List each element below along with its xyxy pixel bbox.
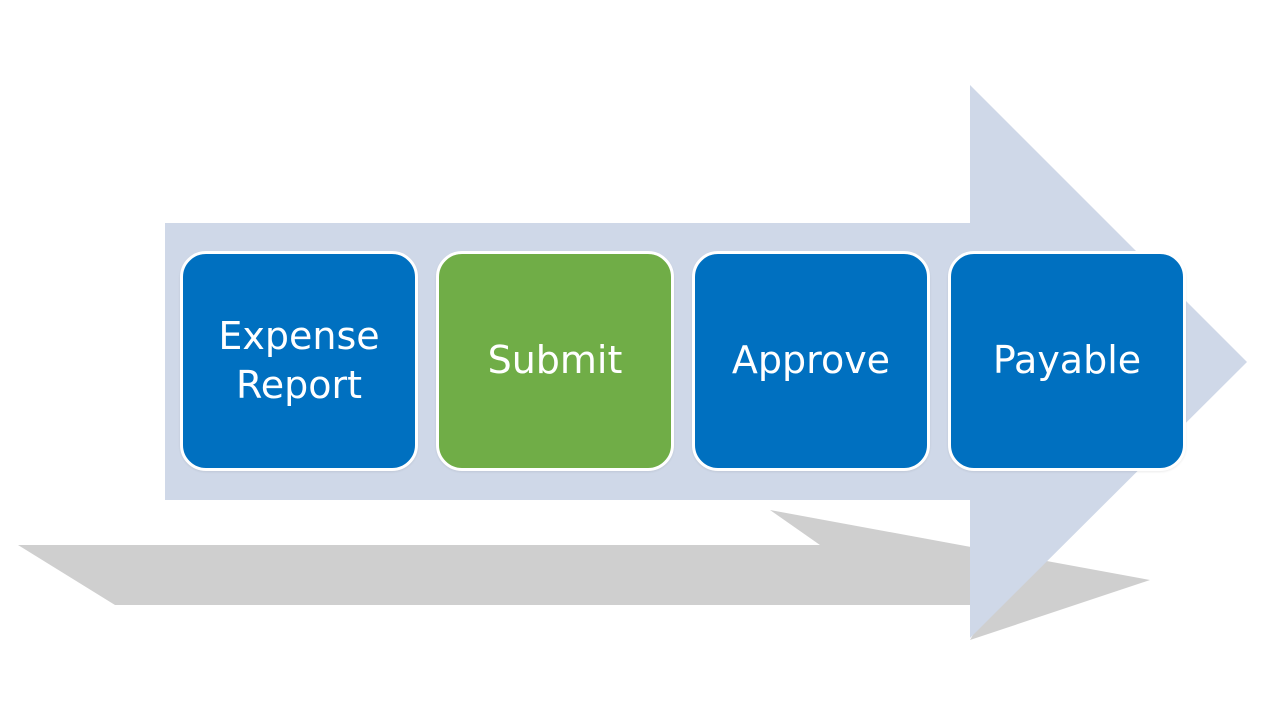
step-approve: Approve bbox=[692, 251, 930, 471]
step-label: Approve bbox=[731, 338, 891, 383]
arrow-shadow bbox=[18, 510, 1150, 640]
step-expense-report: Expense Report bbox=[180, 251, 418, 471]
step-label: Submit bbox=[487, 338, 623, 383]
step-label: Expense Report bbox=[218, 313, 380, 407]
step-submit: Submit bbox=[436, 251, 674, 471]
step-payable: Payable bbox=[948, 251, 1186, 471]
step-label: Payable bbox=[992, 338, 1142, 383]
